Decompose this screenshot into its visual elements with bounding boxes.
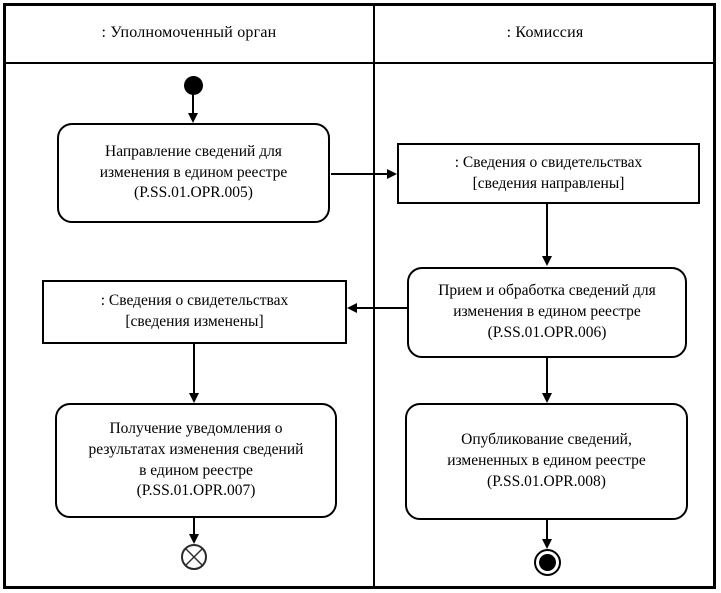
arrow-initial-to-act005-head — [188, 113, 198, 123]
arrow-object-sent-to-act006-head — [542, 256, 552, 266]
activity-box-opr006: Прием и обработка сведений для изменения… — [407, 267, 687, 358]
arrow-act006-to-act008-head — [542, 393, 552, 403]
arrow-initial-to-act005-line — [192, 94, 194, 114]
arrow-act005-to-object-sent-head — [387, 169, 397, 179]
swimlane-divider — [373, 4, 375, 588]
activity-box-opr007: Получение уведомления о результатах изме… — [55, 403, 337, 518]
activity-final-node — [534, 549, 561, 576]
arrow-act008-to-activity-final-head — [542, 539, 552, 549]
lane-header-underline — [4, 62, 715, 64]
arrow-act008-to-activity-final-line — [546, 519, 548, 540]
activity-final-dot — [539, 554, 556, 571]
arrow-act005-to-object-sent-line — [331, 173, 388, 175]
arrow-object-changed-to-act007-line — [193, 343, 195, 394]
arrow-object-sent-to-act006-line — [546, 204, 548, 257]
lane-header-commission: : Комиссия — [506, 24, 584, 41]
activity-box-opr005: Направление сведений для изменения в еди… — [57, 123, 330, 223]
arrow-act006-to-object-changed-line — [356, 307, 407, 309]
arrow-act007-to-flow-final-line — [193, 517, 195, 535]
arrow-act006-to-object-changed-head — [347, 303, 357, 313]
activity-box-opr008: Опубликование сведений, измененных в еди… — [405, 403, 688, 520]
object-box-svedeniya-changed: : Сведения о свидетельствах [сведения из… — [42, 280, 347, 344]
lane-header-authorized-body: : Уполномоченный орган — [101, 24, 277, 41]
arrow-act007-to-flow-final-head — [189, 534, 199, 544]
arrow-object-changed-to-act007-head — [189, 393, 199, 403]
flow-final-x-icon — [185, 548, 203, 566]
arrow-act006-to-act008-line — [546, 357, 548, 394]
flow-final-node — [181, 544, 207, 570]
object-box-svedeniya-sent: : Сведения о свидетельствах [сведения на… — [397, 143, 700, 204]
initial-node — [184, 76, 203, 95]
diagram-outer-frame — [3, 3, 716, 589]
